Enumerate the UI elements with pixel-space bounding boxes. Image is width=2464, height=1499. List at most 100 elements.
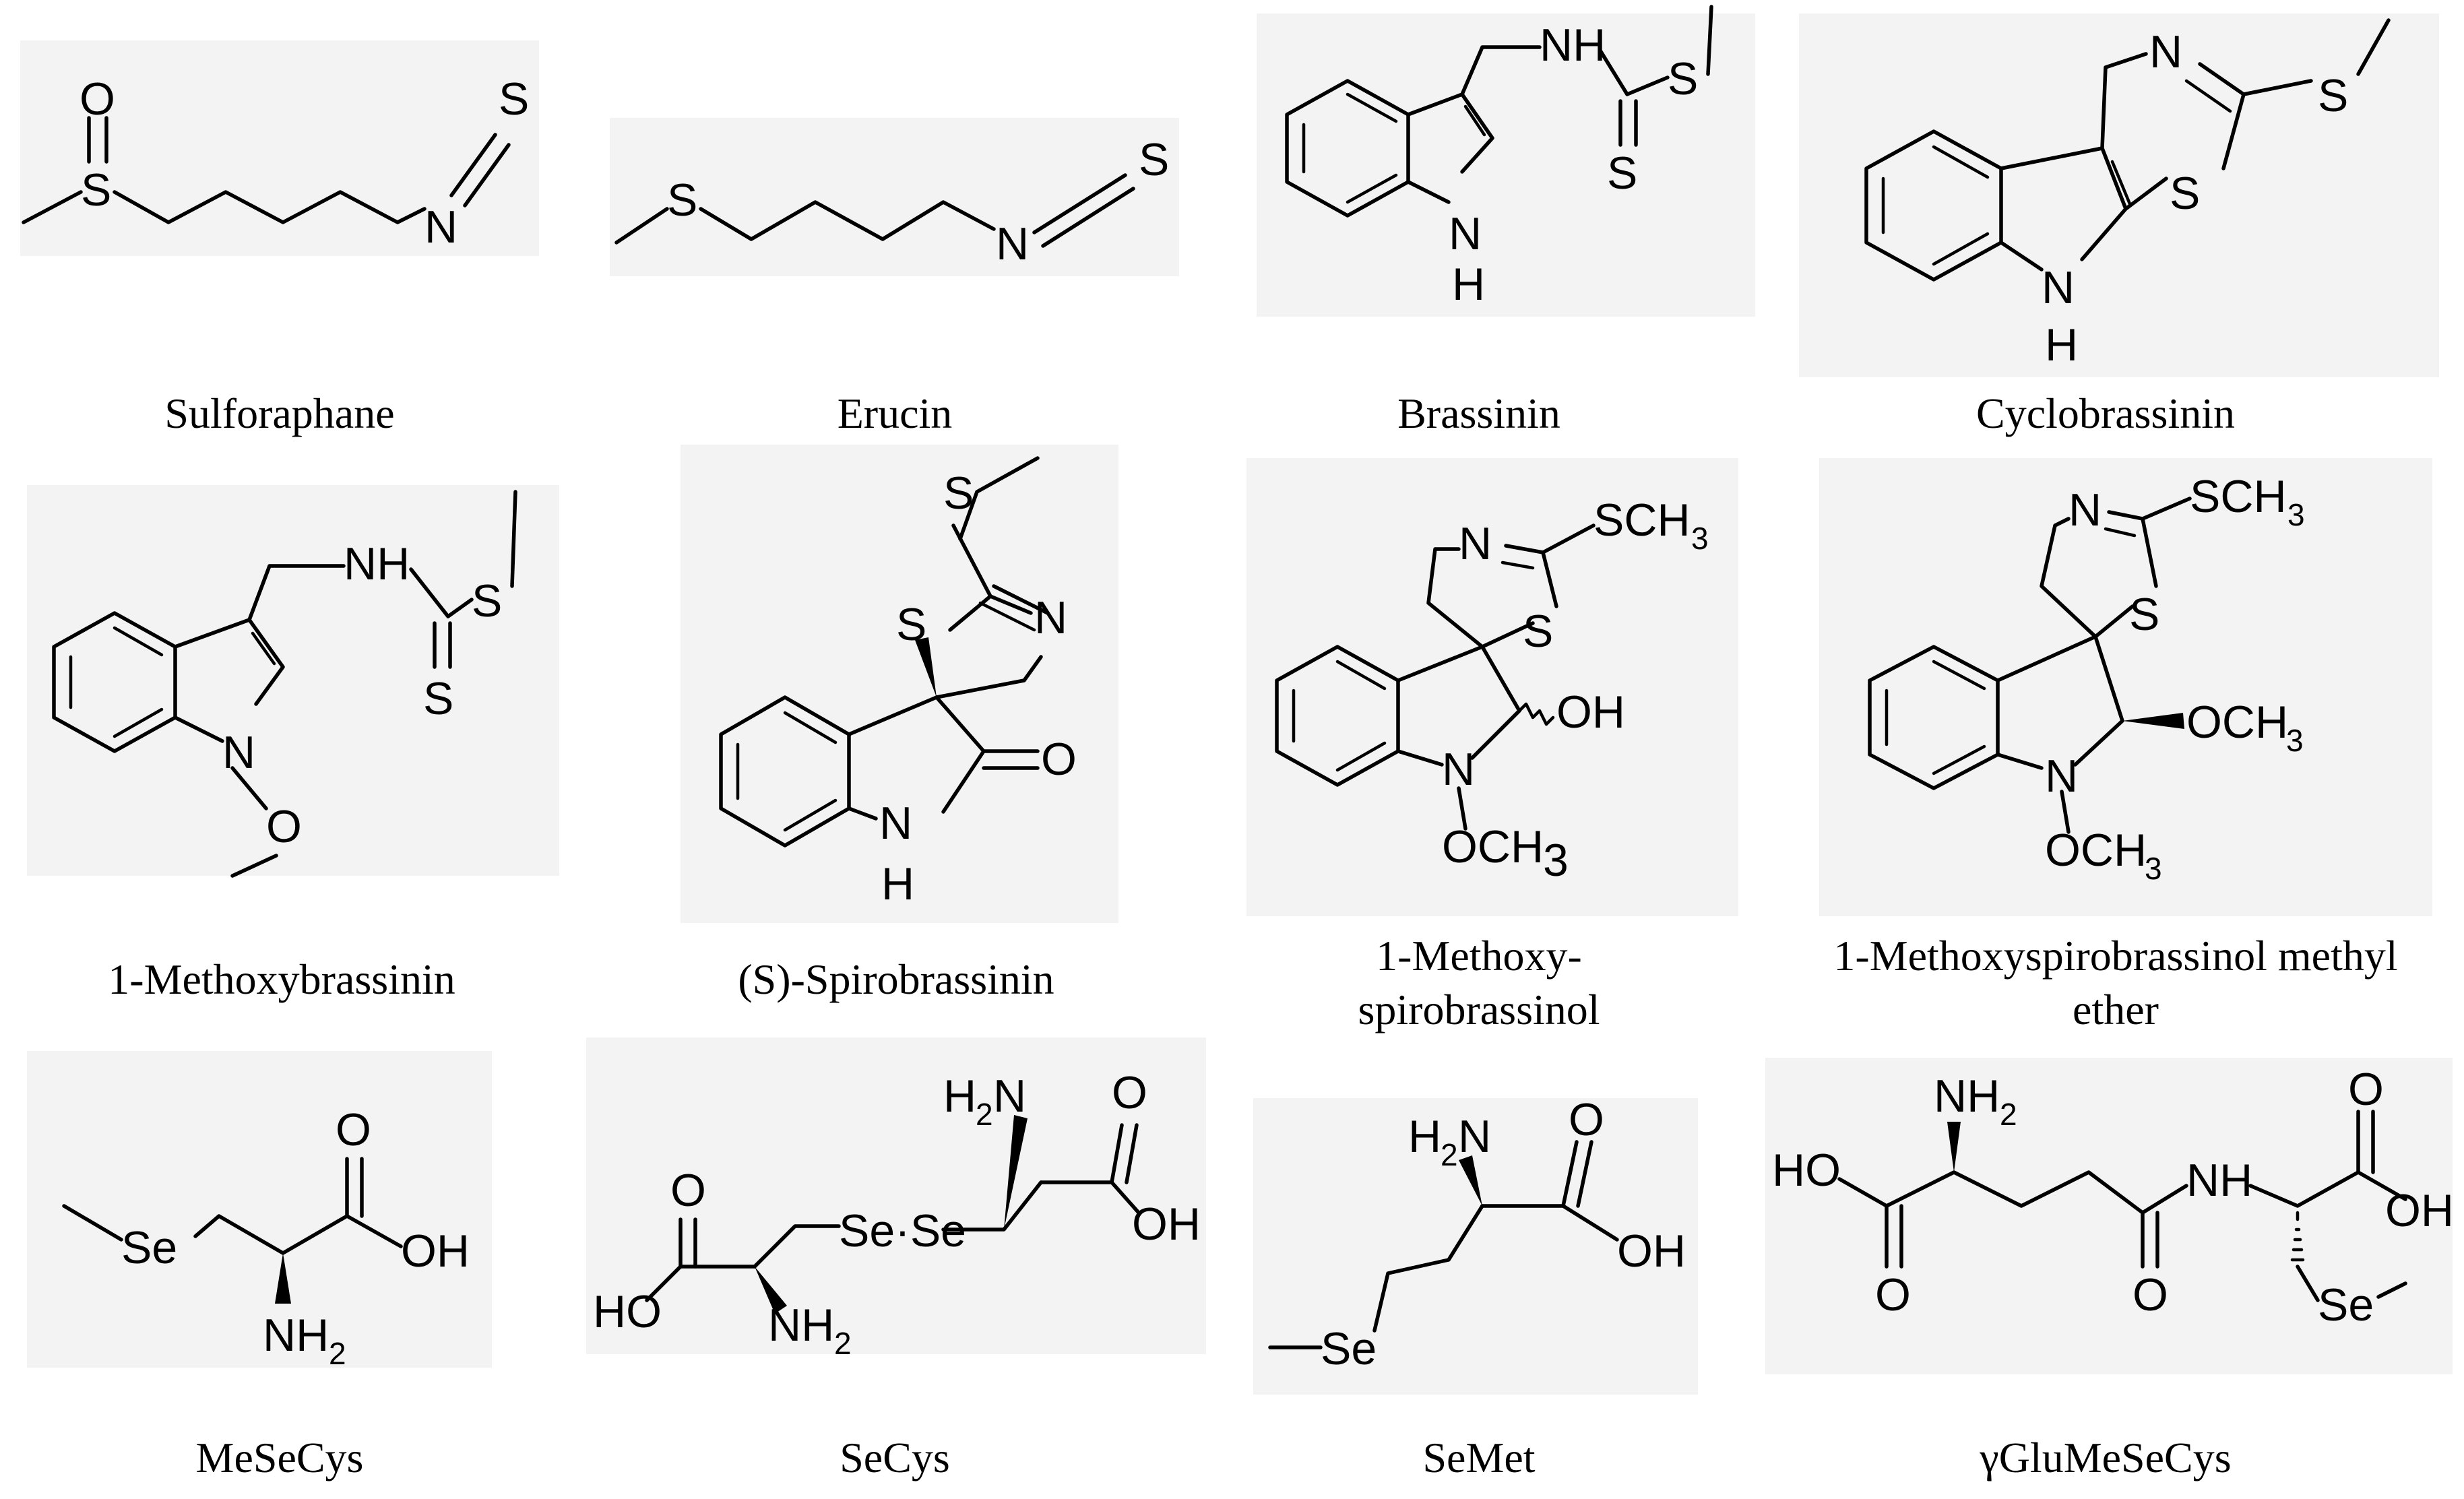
atom-N: N: [222, 727, 255, 778]
caption-cyclobrassinin: Cyclobrassinin: [1976, 389, 2235, 437]
panel-methoxybrassinin: [27, 485, 559, 876]
subscript-3: 3: [1691, 521, 1709, 556]
caption-methoxyspirobrassinol-line2: spirobrassinol: [1358, 986, 1600, 1033]
caption-methoxyspirobrassinol-ether-line1: 1-Methoxyspirobrassinol methyl: [1833, 932, 2397, 980]
atom-OH: OH: [2385, 1185, 2454, 1236]
panel-gglumesecys: [1765, 1058, 2453, 1374]
atom-O: O: [80, 73, 115, 125]
atom-N: N: [2045, 751, 2078, 802]
atom-SeSe: Se·Se: [839, 1205, 966, 1256]
subscript-3: 3: [2287, 497, 2305, 532]
group-H2N: H 2 N: [943, 1071, 1026, 1132]
caption-mesecys: MeSeCys: [196, 1434, 364, 1481]
atom-O: O: [266, 801, 302, 852]
atom-H: H: [881, 858, 914, 910]
atom-S: S: [667, 174, 697, 226]
atom-OH: OH: [1556, 687, 1625, 738]
atom-S: S: [2318, 70, 2348, 121]
atom-O: O: [1112, 1067, 1147, 1118]
subscript-2: 2: [2000, 1097, 2017, 1132]
atom-N: N: [1449, 208, 1482, 259]
atom-S: S: [472, 575, 502, 627]
atom-N: N: [993, 1071, 1026, 1122]
structure-semet: Se H 2 N O OH: [1268, 1094, 1686, 1374]
atom-S: S: [1139, 134, 1169, 185]
panel-sulforaphane: [20, 40, 539, 256]
atom-N: N: [1034, 592, 1067, 643]
subscript-2: 2: [329, 1336, 346, 1371]
atom-N: N: [1459, 518, 1492, 569]
group-OCH3: OCH 3: [2045, 825, 2162, 886]
atom-NH: NH: [1934, 1071, 2000, 1122]
subscript-2: 2: [976, 1097, 993, 1132]
structure-cyclobrassinin: N S S N H: [1864, 18, 2391, 371]
subscript-2: 2: [834, 1326, 852, 1361]
atom-O: O: [336, 1104, 371, 1155]
structure-sulforaphane: O S N S: [22, 73, 529, 253]
group-OCH3: OCH 3: [1442, 821, 1569, 886]
structure-brassinin: NH S S N H: [1285, 5, 1713, 310]
subscript-2: 2: [1441, 1137, 1458, 1172]
atom-OCH: OCH: [2045, 825, 2147, 876]
atom-N: N: [424, 201, 457, 253]
atom-NH: NH: [263, 1310, 329, 1361]
group-SCH3: SCH 3: [2190, 471, 2305, 532]
atom-N: N: [996, 218, 1029, 269]
atom-OCH: OCH: [1442, 821, 1544, 872]
subscript-3: 3: [2145, 851, 2162, 886]
atom-NH: NH: [344, 538, 410, 589]
atom-S: S: [423, 673, 453, 724]
structure-methoxyspirobrassinol-methyl-ether: N S N SCH 3 OCH 3 OCH 3: [1868, 471, 2305, 886]
caption-semet: SeMet: [1422, 1434, 1535, 1481]
caption-methoxyspirobrassinol-line1: 1-Methoxy-: [1376, 932, 1582, 980]
group-OCH3: OCH 3: [2186, 697, 2304, 758]
atom-S: S: [81, 164, 111, 216]
caption-sulforaphane: Sulforaphane: [164, 389, 394, 437]
caption-spirobrassinin: (S)-Spirobrassinin: [738, 955, 1054, 1003]
caption-erucin: Erucin: [838, 389, 953, 437]
structure-methoxyspirobrassinol: N S N OH SCH 3 OCH 3: [1275, 495, 1709, 886]
atom-S: S: [2129, 589, 2159, 640]
structure-spirobrassinin: S S N O N H: [719, 456, 1077, 910]
atom-NH: NH: [1540, 20, 1606, 71]
group-H2N: H 2 N: [1408, 1111, 1491, 1172]
caption-methoxyspirobrassinol-ether-line2: ether: [2073, 986, 2159, 1033]
atom-Se: Se: [121, 1222, 177, 1273]
atom-OH: OH: [1132, 1199, 1201, 1250]
panel-brassinin: [1257, 13, 1755, 317]
atom-SCH: SCH: [1593, 495, 1691, 546]
caption-methoxybrassinin: 1-Methoxybrassinin: [108, 955, 455, 1003]
group-NH2: NH 2: [1934, 1071, 2017, 1132]
structure-secys: O HO NH 2 Se·Se H 2 N O OH: [593, 1067, 1201, 1361]
structure-mesecys: Se O OH NH 2: [62, 1104, 470, 1371]
atom-O: O: [2348, 1064, 2384, 1115]
atom-O: O: [1875, 1269, 1911, 1320]
atom-SCH: SCH: [2190, 471, 2287, 522]
atom-S: S: [943, 468, 974, 519]
structure-methoxybrassinin: NH S S N O: [52, 490, 517, 878]
subscript-3: 3: [2286, 723, 2304, 758]
atom-S: S: [1523, 606, 1553, 657]
atom-H: H: [1408, 1111, 1441, 1162]
atom-O: O: [2133, 1269, 2168, 1320]
structure-erucin: S N S: [614, 134, 1169, 269]
group-NH2: NH 2: [768, 1300, 852, 1361]
atom-OH: OH: [1617, 1225, 1686, 1277]
atom-S: S: [1668, 53, 1698, 104]
atom-S: S: [2170, 168, 2200, 219]
caption-secys: SeCys: [840, 1434, 950, 1481]
atom-NH: NH: [2186, 1155, 2252, 1206]
atom-O: O: [1041, 734, 1077, 785]
atom-S: S: [1607, 148, 1637, 199]
panel-erucin: [610, 118, 1179, 276]
atom-S: S: [896, 599, 926, 650]
atom-OH: OH: [401, 1225, 470, 1277]
group-SCH3: SCH 3: [1593, 495, 1709, 556]
atom-H: H: [2045, 319, 2078, 371]
atom-O: O: [670, 1165, 706, 1216]
atom-Se: Se: [2318, 1279, 2374, 1331]
atom-N: N: [2042, 262, 2075, 313]
panel-mesecys: [27, 1051, 492, 1368]
panel-secys: [586, 1038, 1206, 1354]
